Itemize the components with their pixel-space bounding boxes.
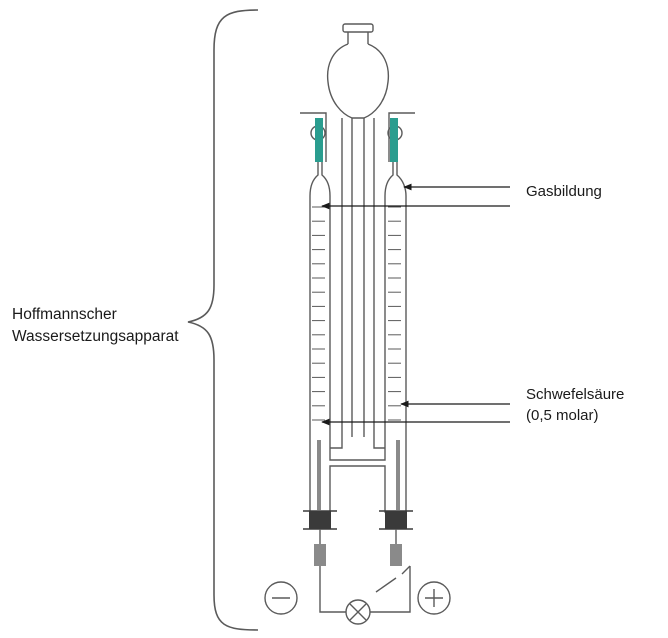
- pointer-arrows: [321, 183, 510, 426]
- acid-label: Schwefelsäure (0,5 molar): [526, 386, 629, 424]
- central-tube: [351, 118, 365, 437]
- right-tap-arm: [388, 112, 415, 162]
- acid-label-line2: (0,5 molar): [526, 407, 599, 424]
- right-plug: [390, 544, 402, 566]
- apparatus-label: Hoffmannscher Wassersetzungsapparat: [12, 306, 179, 345]
- apparatus-label-line1: Hoffmannscher: [12, 306, 117, 323]
- apparatus-label-line2: Wassersetzungsapparat: [12, 328, 179, 345]
- plug-stems: [319, 529, 397, 544]
- left-plug: [314, 544, 326, 566]
- gas-label: Gasbildung: [526, 183, 602, 200]
- reservoir-neck: [347, 32, 369, 44]
- left-tap-arm: [300, 112, 327, 162]
- electrodes: [303, 440, 413, 566]
- right-valve-icon: [390, 118, 398, 162]
- plus-terminal-icon: [417, 581, 451, 615]
- apparatus-brace: [187, 9, 259, 631]
- wire-left: [319, 566, 346, 613]
- right-stopper: [385, 511, 407, 529]
- switch-icon: [375, 565, 411, 593]
- minus-terminal-icon: [264, 581, 298, 615]
- wire-right: [370, 566, 411, 613]
- right-electrode: [396, 440, 400, 510]
- circuit: [319, 566, 411, 613]
- reservoir-bulb: [326, 43, 390, 119]
- left-valve-icon: [315, 118, 323, 162]
- lower-connection: [310, 465, 406, 513]
- acid-label-line1: Schwefelsäure: [526, 386, 624, 403]
- lamp-icon: [345, 599, 371, 625]
- graduation-scale: [312, 206, 401, 421]
- right-burette: [384, 162, 407, 512]
- apparatus: [300, 23, 415, 513]
- central-channel: [329, 118, 386, 461]
- left-stopper: [309, 511, 331, 529]
- left-electrode: [317, 440, 321, 510]
- reservoir-stopper: [342, 23, 374, 33]
- left-burette: [309, 162, 331, 512]
